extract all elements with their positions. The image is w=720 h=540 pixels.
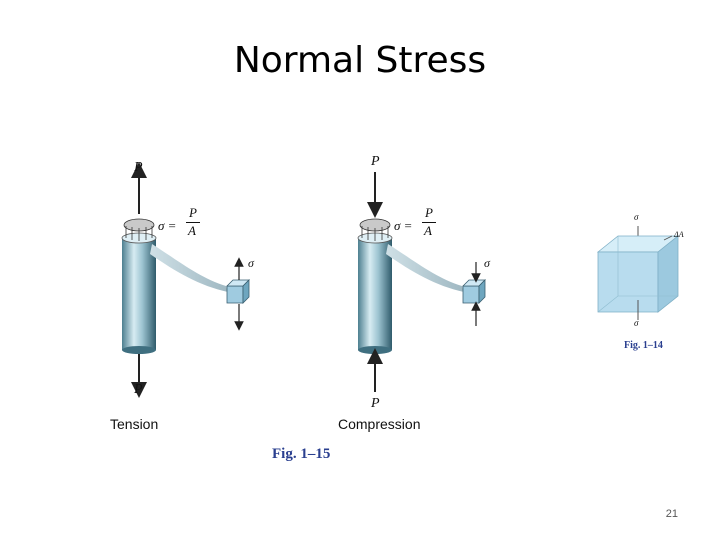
tension-formula-den: A (188, 223, 196, 238)
compression-stress-arrows (361, 226, 389, 241)
compression-bar (358, 238, 392, 350)
tension-label: Tension (110, 416, 159, 432)
tension-element-cube (226, 279, 250, 304)
tension-formula-bar (186, 222, 200, 223)
tension-bar (122, 238, 156, 350)
compression-bar-bottom (358, 346, 392, 354)
compression-formula-num: P (425, 205, 433, 220)
tension-bar-bottom (122, 346, 156, 354)
side-area-label: ΔA (674, 230, 684, 239)
tension-formula-lhs: σ = (158, 218, 177, 233)
compression-diagram (357, 172, 486, 392)
tension-diagram (121, 162, 250, 398)
compression-element-cube (462, 279, 486, 304)
side-figure-caption: Fig. 1–14 (624, 340, 663, 351)
slide-title: Normal Stress (233, 40, 487, 81)
tension-stress-label: σ (248, 256, 254, 270)
compression-formula-den: A (424, 223, 432, 238)
compression-label: Compression (338, 416, 421, 432)
main-figure-caption: Fig. 1–15 (272, 446, 331, 462)
tension-force-bottom-label: P (134, 382, 143, 397)
compression-ribbon (386, 244, 464, 292)
tension-stress-arrows (125, 226, 153, 241)
tension-ribbon (150, 244, 228, 292)
compression-stress-label: σ (484, 256, 490, 270)
compression-formula-bar (422, 222, 436, 223)
tension-force-top-label: P (134, 160, 143, 175)
side-stress-top-label: σ (634, 212, 639, 222)
side-figure-cube (596, 226, 680, 320)
side-stress-bottom-label: σ (634, 318, 639, 328)
compression-formula-lhs: σ = (394, 218, 413, 233)
compression-force-top-label: P (371, 154, 380, 169)
tension-formula-num: P (189, 205, 197, 220)
page-number: 21 (665, 508, 678, 520)
compression-force-bottom-label: P (371, 396, 380, 411)
